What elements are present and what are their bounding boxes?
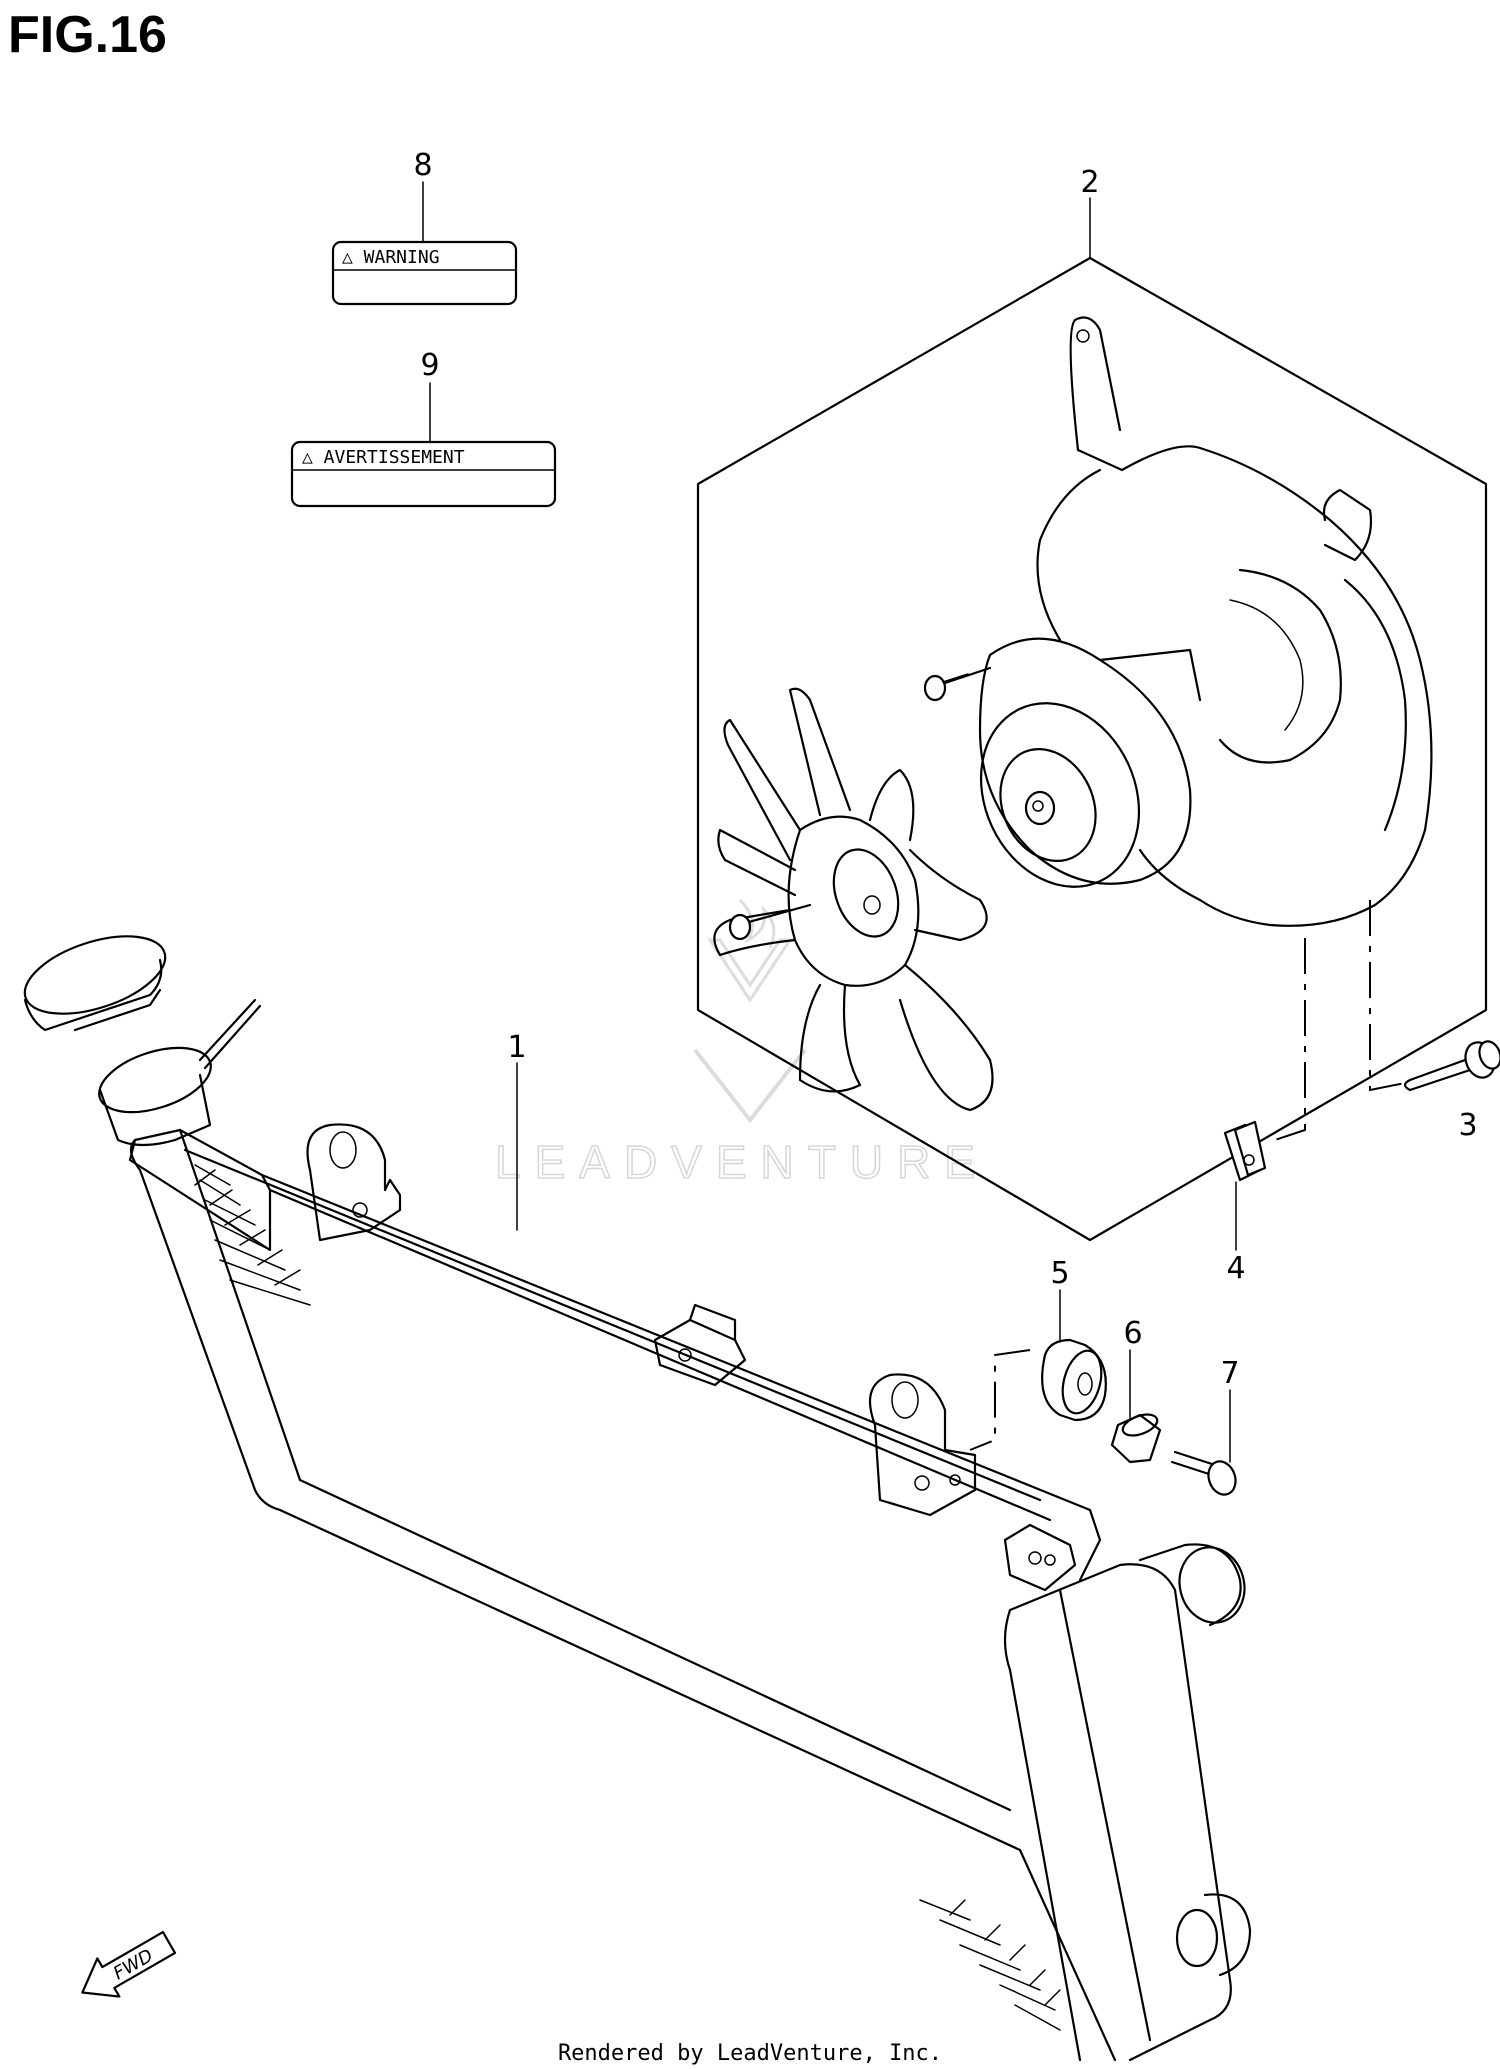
part-7-bolt <box>1170 1450 1237 1496</box>
part-2-fan-shroud <box>1036 316 1433 927</box>
label-9-text: △ AVERTISSEMENT <box>302 447 465 468</box>
forward-arrow-icon: FWD <box>81 1931 177 1998</box>
callout-leaders <box>422 181 1237 1463</box>
part-9-caution-label: △ AVERTISSEMENT <box>290 440 557 508</box>
leader-part-5 <box>969 1349 1031 1451</box>
callout-2: 2 <box>1080 165 1099 200</box>
leader-part-4 <box>1274 938 1306 1141</box>
leadventure-logo-icon <box>693 898 807 1124</box>
figure-title: FIG.16 <box>8 6 167 64</box>
part-8-warning-label: △ WARNING <box>331 240 518 306</box>
blade-screw <box>728 903 812 941</box>
fan-blade <box>713 687 994 1112</box>
callout-1: 1 <box>507 1030 526 1065</box>
label-8-text: △ WARNING <box>342 247 440 268</box>
callout-7: 7 <box>1220 1356 1239 1391</box>
fan-motor <box>978 637 1202 888</box>
part-1-radiator <box>128 1123 1252 2062</box>
callout-8: 8 <box>413 148 432 183</box>
callout-4: 4 <box>1226 1251 1245 1286</box>
callout-6: 6 <box>1123 1316 1142 1351</box>
part-6-collar <box>1110 1413 1162 1464</box>
leader-part-3 <box>1369 900 1411 1092</box>
part-3-bolt <box>1403 1040 1500 1092</box>
part-5-grommet <box>1041 1338 1107 1422</box>
watermark-text: LEADVENTURE <box>495 1136 989 1188</box>
motor-screw <box>923 666 992 702</box>
part-4-clip-nut <box>1223 1120 1267 1182</box>
fan-assembly-frame <box>696 256 1488 1242</box>
callout-3: 3 <box>1458 1108 1477 1143</box>
footer-credit: Rendered by LeadVenture, Inc. <box>558 2041 942 2066</box>
callout-9: 9 <box>420 348 439 383</box>
radiator-cap <box>23 935 262 1147</box>
watermark: LEADVENTURE <box>494 898 989 1189</box>
callout-5: 5 <box>1050 1256 1069 1291</box>
